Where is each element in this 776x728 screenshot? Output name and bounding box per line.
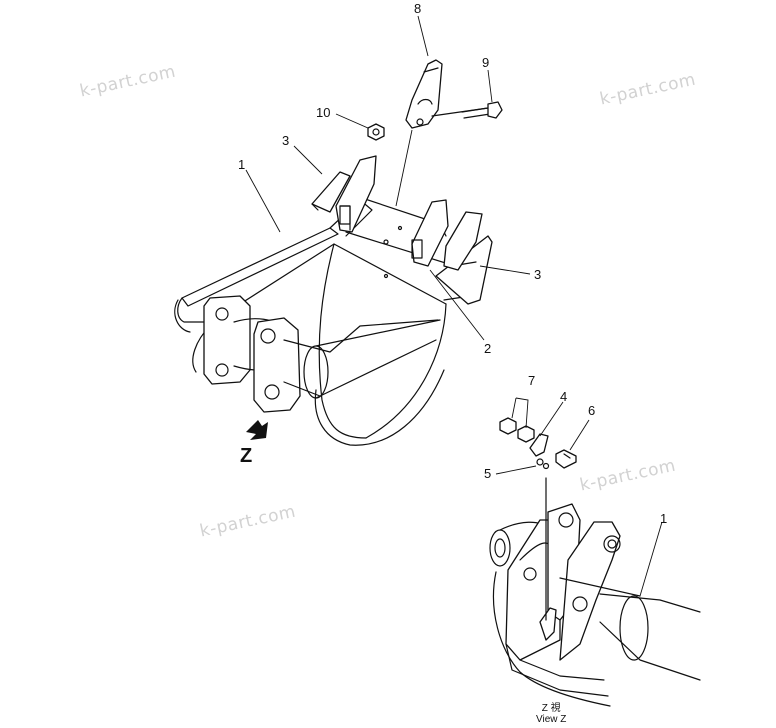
bucket-drawing: [174, 155, 493, 446]
callout-3: 3: [534, 267, 542, 282]
callout-4: 4: [560, 389, 568, 404]
callout-1: 1: [660, 511, 668, 526]
callout-8: 8: [414, 1, 422, 16]
view-z-label: Z 視 View Z: [536, 703, 567, 725]
view-z-label-line1: Z 視: [541, 703, 561, 714]
leader-lines: [245, 15, 663, 597]
callout-7: 7: [528, 373, 536, 388]
view-z-marker: Z: [240, 445, 253, 467]
callout-1: 1: [238, 157, 246, 172]
view-z-label-line2: View Z: [536, 713, 567, 725]
callout-5: 5: [484, 466, 492, 481]
callout-6: 6: [588, 403, 596, 418]
callout-2: 2: [484, 341, 492, 356]
callout-9: 9: [482, 55, 490, 70]
view-z-detail: [489, 477, 701, 707]
callout-10: 10: [316, 105, 331, 120]
callout-3: 3: [282, 133, 290, 148]
small-parts: [499, 417, 577, 470]
tooth-adapter-exploded: [367, 59, 503, 141]
